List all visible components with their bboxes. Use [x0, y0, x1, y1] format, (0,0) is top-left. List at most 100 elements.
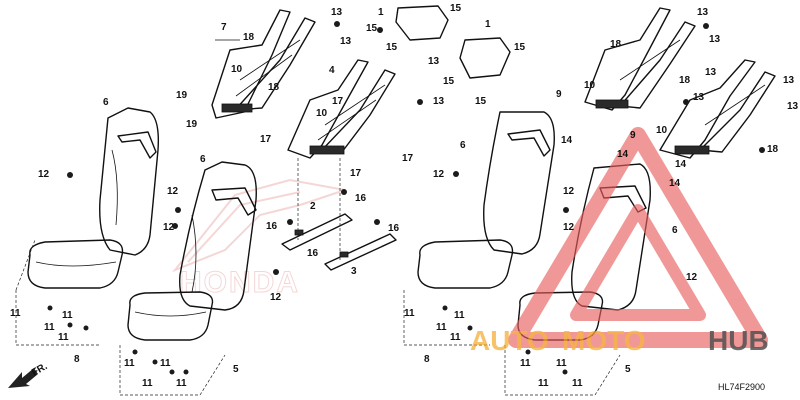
watermark-hub: HUB: [708, 325, 769, 356]
seat-frame-left-7: [211, 9, 316, 119]
callout-13: 13: [433, 96, 445, 107]
callout-13: 13: [331, 7, 343, 18]
callout-8: 8: [424, 354, 430, 365]
callout-13: 13: [705, 67, 717, 78]
callout-18: 18: [767, 144, 779, 155]
callout-11: 11: [538, 378, 549, 389]
callout-16: 16: [307, 248, 319, 259]
callout-14: 14: [617, 149, 629, 160]
seat-frame-left-4: [287, 59, 396, 159]
callout-19: 19: [186, 119, 198, 130]
callout-18: 18: [679, 75, 691, 86]
callout-5: 5: [233, 364, 239, 375]
callout-17: 17: [260, 134, 272, 145]
callout-3: 3: [351, 266, 357, 277]
watermark-moto: MOTO: [562, 325, 645, 356]
callout-6: 6: [672, 225, 678, 236]
warning-triangle: [508, 127, 768, 348]
callout-14: 14: [669, 178, 681, 189]
callout-1: 1: [485, 19, 491, 30]
seat-cushion-left: [27, 239, 124, 289]
side-cover-lower: [459, 37, 511, 79]
seat-cushion-right-of-left-group: [127, 291, 214, 341]
callout-14: 14: [561, 135, 573, 146]
callout-6: 6: [103, 97, 109, 108]
seat-cushion-right-8: [417, 239, 514, 289]
callout-10: 10: [316, 108, 328, 119]
callout-4: 4: [329, 65, 335, 76]
callout-11: 11: [160, 358, 171, 369]
callout-10: 10: [584, 80, 596, 91]
callout-11: 11: [58, 332, 69, 343]
callout-12: 12: [563, 222, 575, 233]
cushion-8-guide-top: [15, 239, 36, 291]
callout-11: 11: [556, 358, 567, 369]
callout-11: 11: [62, 310, 73, 321]
callout-11: 11: [142, 378, 153, 389]
callout-11: 11: [176, 378, 187, 389]
callout-8: 8: [74, 354, 80, 365]
callout-11: 11: [404, 308, 415, 319]
callout-15: 15: [386, 42, 398, 53]
callout-12: 12: [167, 186, 179, 197]
callout-10: 10: [656, 125, 668, 136]
cushion-5-guide-right: [504, 345, 621, 396]
callout-16: 16: [388, 223, 400, 234]
callout-13: 13: [709, 34, 721, 45]
callout-17: 17: [402, 153, 414, 164]
callout-9: 9: [556, 89, 562, 100]
callout-19: 19: [176, 90, 188, 101]
callout-9: 9: [630, 130, 636, 141]
callout-11: 11: [10, 308, 21, 319]
callout-7: 7: [221, 22, 227, 33]
callout-10: 10: [231, 64, 243, 75]
callout-17: 17: [332, 96, 344, 107]
callout-11: 11: [450, 332, 461, 343]
watermark-auto: AUTO: [470, 325, 549, 356]
diagram-code: HL74F2900: [718, 382, 765, 392]
callout-13: 13: [693, 92, 705, 103]
callout-12: 12: [163, 222, 175, 233]
callout-16: 16: [355, 193, 367, 204]
fr-label: FR.: [30, 361, 50, 379]
callout-13: 13: [783, 75, 795, 86]
seat-frame-right-lower: [659, 59, 776, 159]
honda-logo-text: HONDA: [180, 266, 300, 299]
callout-5: 5: [625, 364, 631, 375]
callout-13: 13: [787, 101, 799, 112]
callout-12: 12: [270, 292, 282, 303]
seat-back-left-front: [179, 161, 257, 311]
callout-11: 11: [572, 378, 583, 389]
callout-15: 15: [443, 76, 455, 87]
callout-17: 17: [350, 168, 362, 179]
callout-11: 11: [124, 358, 135, 369]
seat-frame-right-upper: [584, 7, 696, 111]
seat-back-left-rear: [99, 107, 160, 256]
callout-2: 2: [310, 201, 316, 212]
seat-back-right-rear: [483, 111, 555, 255]
cushion-8-guide-right: [403, 290, 490, 346]
callout-18: 18: [243, 32, 255, 43]
callout-12: 12: [433, 169, 445, 180]
callout-15: 15: [514, 42, 526, 53]
callout-12: 12: [686, 272, 698, 283]
callout-12: 12: [563, 186, 575, 197]
callout-13: 13: [340, 36, 352, 47]
callout-15: 15: [475, 96, 487, 107]
cushion-5-guide: [119, 345, 226, 396]
callout-15: 15: [366, 23, 378, 34]
cushion-8-guide-left: [15, 290, 100, 346]
callouts: 7 18 10 19 19 13 13 18 6 12 12 12 6 12 4…: [10, 3, 799, 392]
seat-rail-3: [324, 233, 397, 271]
callout-18: 18: [610, 39, 622, 50]
callout-12: 12: [38, 169, 50, 180]
callout-6: 6: [200, 154, 206, 165]
honda-wing-logo: HONDA: [171, 178, 346, 300]
fasteners: [47, 21, 765, 375]
side-cover-upper: [395, 5, 449, 41]
callout-15: 15: [450, 3, 462, 14]
callout-1: 1: [378, 7, 384, 18]
callout-11: 11: [454, 310, 465, 321]
callout-11: 11: [520, 358, 531, 369]
